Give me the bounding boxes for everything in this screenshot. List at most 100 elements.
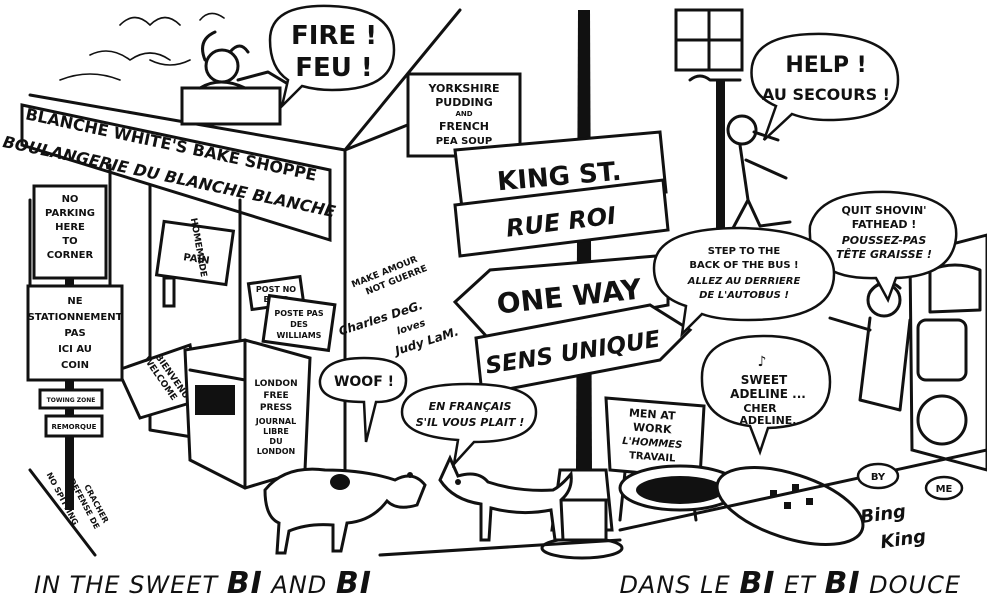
newsbox-line-1: LONDON xyxy=(254,379,297,389)
remorque-sign-text: REMORQUE xyxy=(52,423,97,431)
stationnement-sign xyxy=(26,284,124,382)
door-handle xyxy=(162,276,176,308)
sweet-adeline-bubble: ♪ SWEET ADELINE ... CHER ADELINE.. xyxy=(700,334,832,456)
poste-pas-line-3: WILLIAMS xyxy=(277,331,322,340)
homemade-line-2: PAIN xyxy=(183,252,211,267)
men-at-work-line-4: TRAVAIL xyxy=(629,450,677,464)
bus-line-2: BACK OF THE BUS ! xyxy=(689,260,798,271)
newsbox-line-3: PRESS xyxy=(260,403,292,413)
stationnement-line-4: ICI AU xyxy=(58,344,92,355)
poste-pas-line-2: DES xyxy=(290,320,308,329)
no-parking-line-1: NO xyxy=(62,194,79,205)
quit-line-4: TÊTE GRAISSE ! xyxy=(836,247,932,261)
francais-line-1: EN FRANÇAIS xyxy=(429,400,512,413)
yorkshire-line-2: PUDDING xyxy=(435,96,493,109)
sweet-line-2: ADELINE ... xyxy=(730,387,806,401)
upper-window xyxy=(180,86,282,126)
help-text: HELP ! xyxy=(785,53,866,78)
dog-left xyxy=(263,467,427,555)
hanging-man xyxy=(726,114,792,232)
dog-right xyxy=(438,454,573,542)
sweet-line-4: ADELINE.. xyxy=(739,414,800,427)
newsbox-line-5: LIBRE xyxy=(263,427,289,436)
yorkshire-line-3: AND xyxy=(455,110,472,118)
men-at-work-line-2: WORK xyxy=(633,421,673,437)
no-parking-line-3: HERE xyxy=(55,222,85,233)
by-bubble: BY xyxy=(856,462,900,490)
bus-headlight xyxy=(916,394,968,446)
help-bubble: HELP ! AU SECOURS ! xyxy=(750,32,900,141)
post-no-bills-line-1: POST NO xyxy=(256,285,296,294)
me-bubble: ME xyxy=(924,475,964,501)
by-text: BY xyxy=(871,472,886,483)
newsbox-line-6: DU xyxy=(269,437,282,446)
shop-sign xyxy=(20,103,332,243)
signature-line-1: Bing xyxy=(859,501,907,528)
caption-french-post: DOUCE xyxy=(860,571,961,599)
no-parking-sign xyxy=(32,184,108,280)
poste-pas-line-1: POSTE PAS xyxy=(274,309,323,318)
bus-line-4: DE L'AUTOBUS ! xyxy=(699,290,789,301)
fire-bubble: FIRE ! FEU ! xyxy=(268,4,396,110)
bus-line-1: STEP TO THE xyxy=(708,246,781,257)
newsbox-line-2: FREE xyxy=(263,391,288,401)
no-parking-line-4: TO xyxy=(62,236,77,247)
caption-english-bi-1: BI xyxy=(226,566,263,601)
sweet-line-1: SWEET xyxy=(741,373,788,387)
newspaper-slot xyxy=(195,385,235,415)
men-at-work-line-1: MEN AT xyxy=(629,406,677,422)
poste-pas-sign xyxy=(261,293,337,353)
woof-text: WOOF ! xyxy=(334,374,394,390)
men-at-work-line-3: L'HOMMES xyxy=(622,436,683,451)
newsbox-line-4: JOURNAL xyxy=(255,417,296,426)
no-parking-line-5: CORNER xyxy=(47,250,94,261)
caption-french: DANS LE BI ET BI DOUCE xyxy=(619,566,961,606)
bus-line-3: ALLEZ AU DERRIERE xyxy=(687,276,801,287)
back-of-bus-bubble: STEP TO THE BACK OF THE BUS ! ALLEZ AU D… xyxy=(652,226,836,338)
stationnement-line-3: PAS xyxy=(64,328,85,339)
fire-text: FIRE ! xyxy=(291,21,377,51)
sweet-line-3: CHER xyxy=(743,402,777,415)
newsbox-line-7: LONDON xyxy=(257,447,295,456)
feu-text: FEU ! xyxy=(295,53,373,83)
wall-graffiti: MAKE AMOUR NOT GUERRE xyxy=(350,255,428,298)
caption-english-mid: AND xyxy=(262,571,336,599)
towing-sign xyxy=(38,388,104,410)
quit-line-1: QUIT SHOVIN' xyxy=(841,204,926,217)
newspaper-box: LONDON FREE PRESS JOURNAL LIBRE DU LONDO… xyxy=(183,338,312,490)
caption-english-pre: IN THE SWEET xyxy=(34,571,227,599)
no-parking-line-2: PARKING xyxy=(45,208,95,219)
caption-french-mid: ET xyxy=(775,571,825,599)
shouting-person xyxy=(204,48,240,84)
francais-line-2: S'IL VOUS PLAIT ! xyxy=(416,416,525,429)
upper-right-window xyxy=(674,8,744,230)
yorkshire-line-1: YORKSHIRE xyxy=(427,82,499,95)
signature-line-2: King xyxy=(879,526,927,553)
yorkshire-line-4: FRENCH xyxy=(439,120,489,133)
yorkshire-line-5: PEA SOUP xyxy=(436,136,493,147)
parking-sign-post: NO PARKING HERE TO CORNER NE STATIONNEME… xyxy=(26,184,124,510)
caption-french-bi-1: BI xyxy=(739,566,776,601)
caption-french-pre: DANS LE xyxy=(619,571,740,599)
towing-sign-text: TOWING ZONE xyxy=(47,397,96,404)
remorque-sign xyxy=(44,414,104,438)
quit-line-2: FATHEAD ! xyxy=(852,218,917,231)
rue-roi-sign xyxy=(453,178,670,258)
me-text: ME xyxy=(936,484,953,495)
music-note-icon: ♪ xyxy=(758,354,767,370)
manhole-cover xyxy=(715,466,865,546)
quit-shovin-bubble: QUIT SHOVIN' FATHEAD ! POUSSEZ-PAS TÊTE … xyxy=(808,190,958,304)
stationnement-line-2: STATIONNEMENT xyxy=(28,312,123,323)
caption-english: IN THE SWEET BI AND BI xyxy=(34,566,372,606)
caption-english-bi-2: BI xyxy=(335,566,372,601)
en-francais-bubble: EN FRANÇAIS S'IL VOUS PLAIT ! xyxy=(400,382,538,468)
stationnement-line-5: COIN xyxy=(61,360,89,371)
caption-french-bi-2: BI xyxy=(824,566,861,601)
bus-passenger xyxy=(828,280,912,412)
au-secours-text: AU SECOURS ! xyxy=(762,85,890,104)
yorkshire-pudding-sign xyxy=(406,72,522,158)
stationnement-line-1: NE xyxy=(67,296,82,307)
quit-line-3: POUSSEZ-PAS xyxy=(842,234,927,247)
woof-bubble: WOOF ! xyxy=(318,356,408,443)
